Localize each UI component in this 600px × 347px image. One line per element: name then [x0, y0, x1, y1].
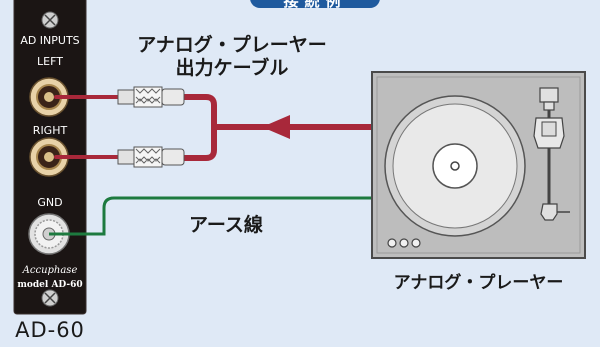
screw-icon-bottom — [41, 289, 59, 307]
rca-plug-icon-left — [117, 86, 185, 108]
cable-label-line1: アナログ・プレーヤー — [137, 34, 327, 56]
earth-wire-label: アース線 — [189, 214, 263, 236]
earth-cable — [49, 196, 372, 236]
signal-arrow-icon — [262, 115, 290, 139]
screw-icon-top — [41, 11, 59, 29]
left-rca-jack-icon — [29, 77, 69, 117]
right-rca-jack-icon — [29, 137, 69, 177]
gnd-label: GND — [37, 196, 63, 209]
ad-inputs-label: AD INPUTS — [20, 34, 80, 47]
signal-cable — [54, 94, 375, 161]
device-label: AD-60 — [15, 318, 85, 342]
header-title: 接続例 — [250, 0, 380, 10]
model-plate: model AD-60 — [17, 280, 83, 290]
cable-label: アナログ・プレーヤー 出力ケーブル — [112, 34, 352, 80]
brand-logo: Accuphase — [22, 265, 78, 276]
right-channel-label: RIGHT — [32, 124, 68, 137]
player-label: アナログ・プレーヤー — [393, 273, 564, 293]
rca-plug-icon-right — [117, 146, 185, 168]
cable-label-line2: 出力ケーブル — [175, 57, 289, 79]
left-channel-label: LEFT — [37, 55, 63, 68]
turntable-icon — [371, 71, 586, 259]
